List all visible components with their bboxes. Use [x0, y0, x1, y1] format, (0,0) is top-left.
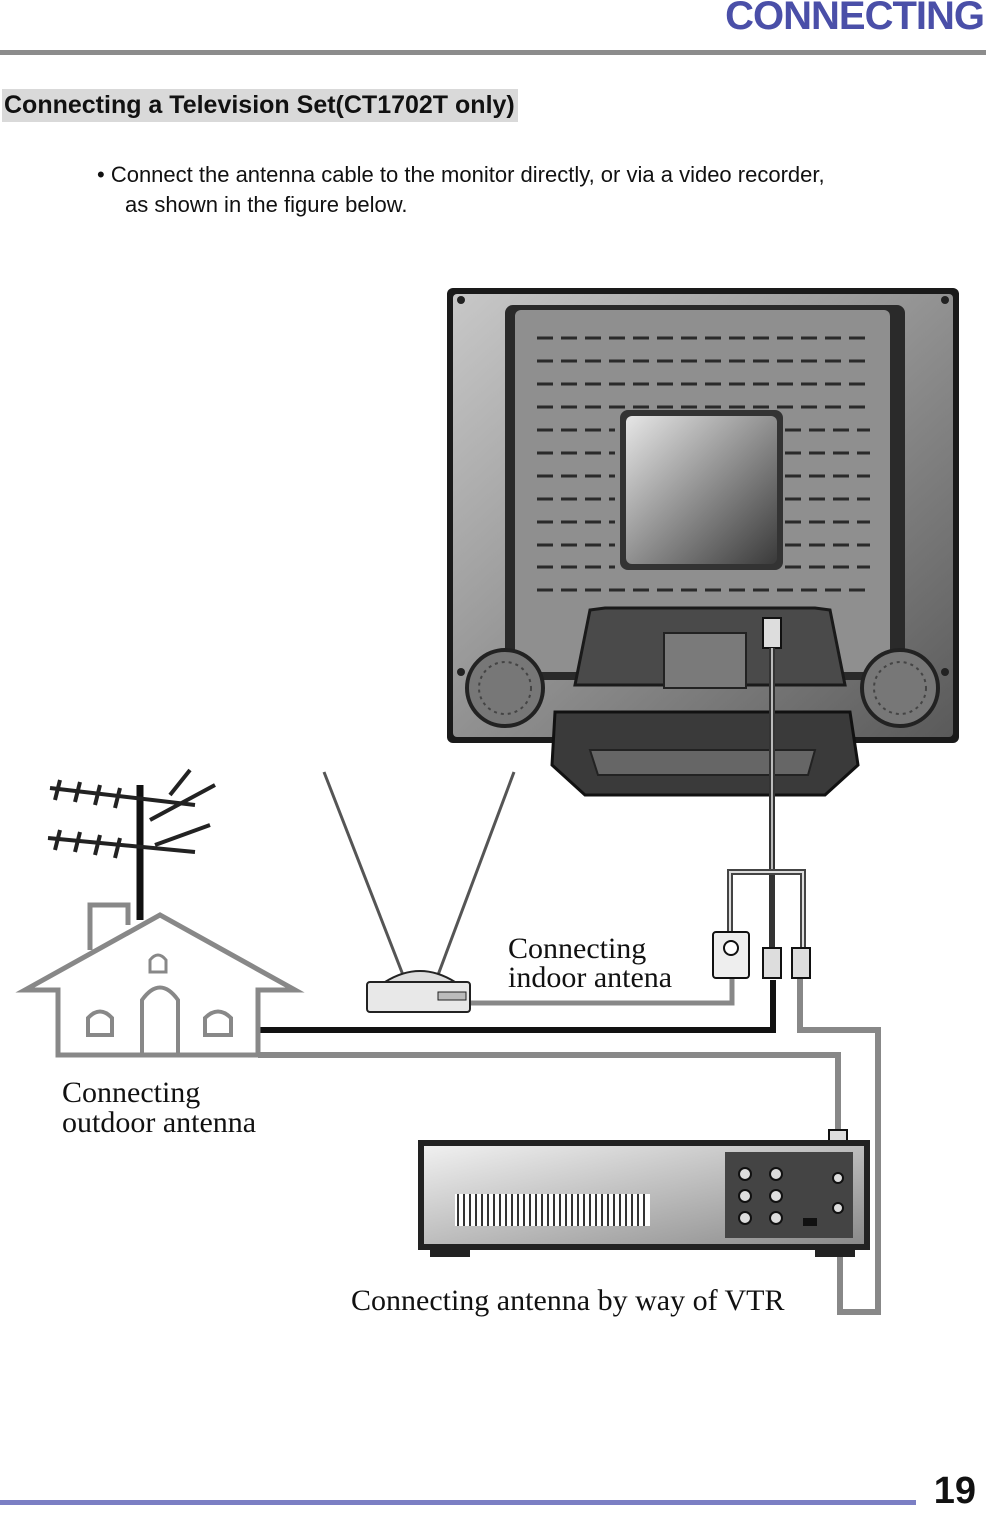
monitor-back	[447, 288, 959, 797]
house-outdoor-antenna	[15, 768, 305, 1058]
antenna-cables	[258, 617, 881, 1315]
indoor-antenna	[322, 771, 516, 1013]
header-title: CONNECTING	[725, 0, 985, 38]
cable-connectors	[712, 931, 848, 1256]
connection-diagram: Connecting indoor antena Connecting outd…	[15, 288, 959, 1317]
indoor-antenna-label-line2: indoor antena	[508, 961, 672, 994]
section-title: Connecting a Television Set(CT1702T only…	[2, 89, 518, 122]
bullet-line-1: • Connect the antenna cable to the monit…	[97, 162, 825, 187]
outdoor-antenna-label-line1: Connecting	[62, 1076, 200, 1109]
vtr-device	[418, 1140, 870, 1257]
bullet-line-2: as shown in the figure below.	[125, 192, 408, 217]
vtr-antenna-label: Connecting antenna by way of VTR	[351, 1284, 785, 1317]
instruction-bullet: • Connect the antenna cable to the monit…	[97, 160, 937, 220]
header-rule	[0, 50, 986, 55]
footer-rule	[0, 1500, 916, 1505]
page-number: 19	[933, 1470, 976, 1512]
indoor-antenna-label-line1: Connecting	[508, 932, 646, 965]
outdoor-antenna-label-line2: outdoor antenna	[62, 1106, 256, 1139]
